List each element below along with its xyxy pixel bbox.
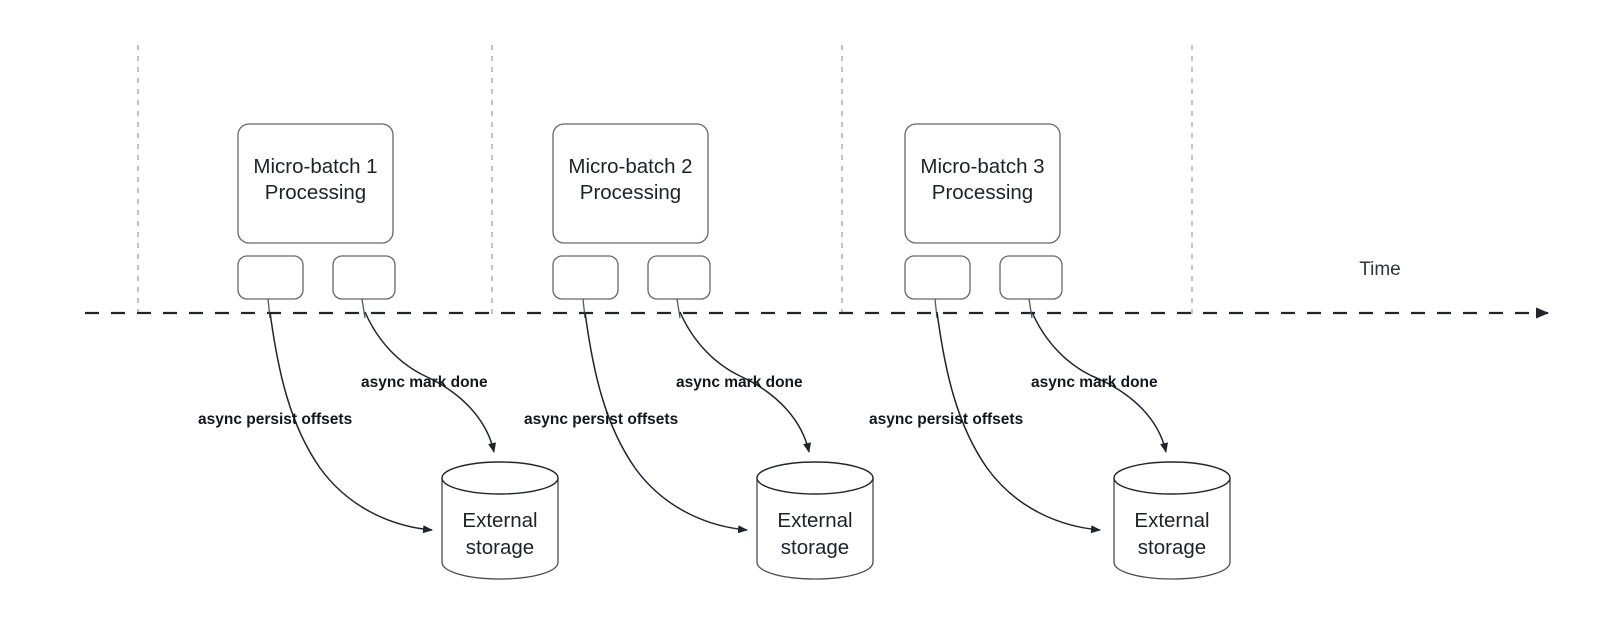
edge-persist-offsets-2 [584,311,748,534]
external-storage-3-body [1113,477,1231,580]
task-box-2-left[interactable] [552,255,619,300]
edge-persist-offsets-1 [269,311,433,534]
external-storage-1-body [441,477,559,580]
time-axis-label: Time [1359,259,1401,280]
external-storage-1[interactable]: External storage [441,461,559,580]
micro-batch-box-2-label-line2: Processing [580,181,681,204]
micro-batch-box-3-label-line2: Processing [932,181,1033,204]
micro-batch-box-1-label-line1: Micro-batch 1 [253,155,377,178]
micro-batch-box-3[interactable] [904,123,1061,244]
external-storage-2[interactable]: External storage [756,461,874,580]
task-box-1-right[interactable] [332,255,396,300]
edge-label-persist-offsets-2: async persist offsets [524,411,678,428]
edge-label-mark-done-1: async mark done [361,374,488,391]
external-storage-1-label-line1: External [462,509,537,532]
external-storage-3-label-line1: External [1134,509,1209,532]
external-storage-1-label-line2: storage [466,536,534,559]
task-box-1-left[interactable] [237,255,304,300]
task-box-2-right-stem [676,298,681,319]
edge-mark-done-3 [1031,311,1168,453]
external-storage-2-top [756,461,874,495]
external-storage-1-top [441,461,559,495]
micro-batch-box-2[interactable] [552,123,709,244]
task-box-2-right[interactable] [647,255,711,300]
micro-batch-box-1-label-line2: Processing [265,181,366,204]
timeline-tick-group [137,45,1193,316]
group-1: Micro-batch 1 Processing async persist o… [198,123,559,580]
edge-label-persist-offsets-3: async persist offsets [869,411,1023,428]
task-box-3-right[interactable] [999,255,1063,300]
external-storage-2-label-line1: External [777,509,852,532]
external-storage-2-label-line2: storage [781,536,849,559]
task-box-3-right-stem [1028,298,1033,319]
external-storage-3[interactable]: External storage [1113,461,1231,580]
edge-label-mark-done-2: async mark done [676,374,803,391]
group-2: Micro-batch 2 Processing async persist o… [524,123,874,580]
edge-mark-done-2 [679,311,811,453]
micro-batch-box-2-label-line1: Micro-batch 2 [568,155,692,178]
external-storage-2-body [756,477,874,580]
micro-batch-box-3-label-line1: Micro-batch 3 [920,155,1044,178]
edge-label-persist-offsets-1: async persist offsets [198,411,352,428]
external-storage-3-label-line2: storage [1138,536,1206,559]
micro-batch-box-1[interactable] [237,123,394,244]
edge-label-mark-done-3: async mark done [1031,374,1158,391]
group-3: Micro-batch 3 Processing async persist o… [869,123,1231,580]
task-box-1-right-stem [361,298,366,319]
task-box-3-left[interactable] [904,255,971,300]
edge-persist-offsets-3 [936,311,1101,534]
external-storage-3-top [1113,461,1231,495]
edge-mark-done-1 [364,311,496,453]
